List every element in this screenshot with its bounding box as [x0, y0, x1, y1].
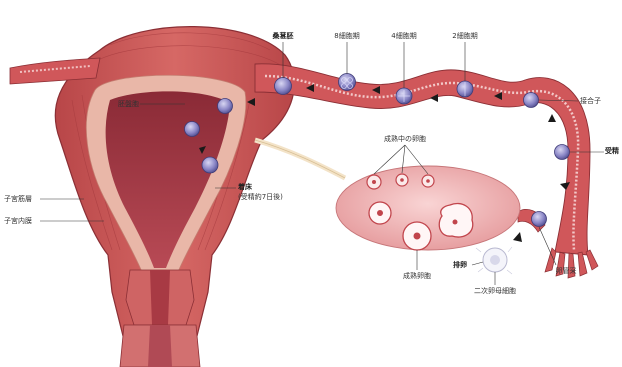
label-fertilization: 受精 [605, 147, 619, 156]
label-zygote: 接合子 [580, 97, 601, 106]
label-endometrium: 子宮内膜 [4, 217, 32, 226]
label-implantation-note: (受精約7日後) [238, 193, 283, 202]
label-ovulation: 排卵 [453, 261, 467, 270]
label-fimbria: 卵管采 [556, 267, 577, 276]
label-secondary-oocyte: 二次卵母細胞 [474, 287, 516, 296]
label-implantation: 着床 [238, 183, 252, 192]
label-maturing-follicles: 成熟中の卵胞 [384, 135, 426, 144]
label-mature-follicle: 成熟卵胞 [403, 272, 431, 281]
label-four-cell: 4細胞期 [391, 32, 416, 41]
label-blastocyst: 胚盤胞 [118, 100, 139, 109]
label-two-cell: 2細胞期 [452, 32, 477, 41]
label-uterine-muscle: 子宮筋層 [4, 195, 32, 204]
label-eight-cell: 8細胞期 [334, 32, 359, 41]
label-morula: 桑葚胚 [273, 32, 294, 41]
ovarian-ligament [255, 140, 345, 178]
